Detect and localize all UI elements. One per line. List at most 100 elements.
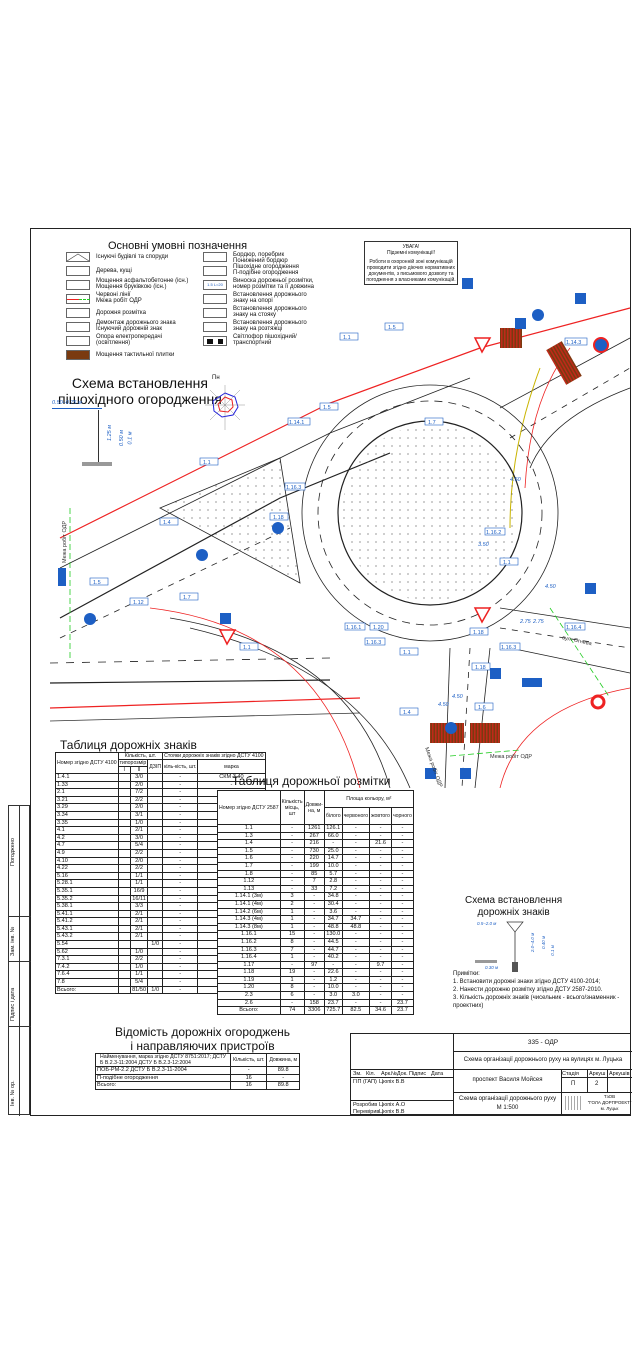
- table-cell: -: [369, 892, 392, 901]
- table-cell: [117, 924, 131, 934]
- table-cell: [147, 879, 164, 888]
- table-cell: 3.0: [341, 991, 371, 1000]
- table-cell: 4.7: [55, 841, 119, 850]
- marking-callout: 1.18: [471, 662, 491, 671]
- tactile-paving: [546, 341, 582, 385]
- table-cell: -: [341, 846, 371, 856]
- table-cell: -: [390, 968, 414, 977]
- table-cell: -: [162, 780, 199, 790]
- red-line-top: [59, 307, 631, 539]
- table-cell: 2/2: [129, 864, 149, 873]
- no-entry-sign-icon: [590, 694, 606, 710]
- table-cell: 1.16.2: [217, 937, 281, 947]
- table-cell: 1.19: [217, 975, 281, 985]
- svg-text:1.18: 1.18: [273, 515, 284, 521]
- table-cell: -: [279, 846, 305, 856]
- svg-text:2.75: 2.75: [532, 619, 545, 625]
- table-cell: [117, 773, 131, 782]
- table-cell: -: [390, 922, 414, 932]
- table-cell: 1/0: [147, 940, 164, 949]
- table-cell: -: [369, 930, 392, 939]
- marking-callout: 1.12: [129, 597, 149, 606]
- table-cell: -: [369, 975, 392, 985]
- table-cell: -: [390, 884, 414, 894]
- table-cell: 3/3: [129, 902, 149, 911]
- table-cell: [117, 985, 131, 995]
- title-block: Зм. Кіл. Арк. №Док. Підпис Дата ГІП (ГАП…: [350, 1033, 632, 1116]
- table-cell: -: [279, 877, 305, 886]
- table-cell: -: [390, 854, 414, 863]
- svg-text:3.50: 3.50: [478, 542, 490, 548]
- table-cell: 1.14.2 (6м): [217, 907, 281, 917]
- table-cell: 1.16.3: [217, 945, 281, 955]
- svg-text:1.16.3: 1.16.3: [286, 485, 301, 491]
- table-cell: 2/0: [129, 803, 149, 812]
- table-cell: 5.62: [55, 947, 119, 957]
- table-cell: 3.34: [55, 810, 119, 820]
- table-cell: -: [390, 907, 414, 917]
- sheet-value: 2: [595, 1081, 599, 1087]
- traffic-light-legend-icon: [203, 336, 227, 346]
- table-cell: 23.7: [323, 998, 343, 1008]
- table-cell: -: [229, 1066, 268, 1075]
- table-cell: 3.35: [55, 818, 119, 828]
- table-row: 1.14.1 (4м)2-30.4---: [217, 899, 414, 909]
- table-cell: 3.6: [323, 907, 343, 917]
- marking-callout: 1.16.2: [484, 527, 506, 536]
- marking-callout: 1.1: [339, 332, 359, 341]
- table-cell: -: [323, 960, 343, 970]
- table-cell: 15: [279, 930, 305, 939]
- table-cell: -: [390, 899, 414, 909]
- table-cell: 1.20: [217, 983, 281, 993]
- table-cell: 1/0: [129, 947, 149, 957]
- table-cell: -: [162, 848, 199, 858]
- stamp-sign-date: Підпис і дата: [10, 987, 16, 1021]
- marking-callout: 1.7: [424, 417, 444, 426]
- engineer-name: Цюпіх В.В: [379, 1079, 405, 1085]
- sign-icon: [490, 668, 501, 679]
- tactile-legend-icon: [66, 350, 90, 360]
- table-cell: 1.4.1: [55, 773, 119, 782]
- table-cell: [117, 894, 131, 904]
- table-cell: [117, 826, 131, 835]
- table-cell: -: [303, 953, 325, 962]
- table-cell: -: [162, 818, 199, 828]
- stage-value: П: [571, 1081, 576, 1087]
- table-cell: -: [303, 983, 325, 993]
- svg-text:1.16.3: 1.16.3: [366, 640, 381, 646]
- table-cell: 2/0: [129, 856, 149, 866]
- table-cell: [147, 788, 164, 797]
- svg-text:1.5: 1.5: [93, 580, 101, 586]
- table-cell: -: [162, 810, 199, 820]
- table-cell: -: [162, 871, 199, 881]
- table-cell: Всього:: [55, 985, 119, 995]
- table-cell: 5/4: [129, 978, 149, 987]
- table-cell: 1.14.3 (8м): [217, 922, 281, 932]
- table-cell: 30.4: [323, 899, 343, 909]
- table-cell: [117, 917, 131, 926]
- developer-name: Цюпіх А.О: [379, 1102, 406, 1108]
- table-cell: [147, 833, 164, 843]
- svg-text:1.16.1: 1.16.1: [346, 625, 361, 631]
- sign-on-post-legend-icon: [203, 308, 227, 318]
- table-cell: -: [369, 915, 392, 924]
- table-cell: 23.7: [390, 998, 414, 1008]
- yield-sign-icon: [218, 629, 237, 646]
- table-cell: 16: [229, 1081, 268, 1090]
- table-cell: -: [162, 788, 199, 797]
- table-cell: 4.22: [55, 864, 119, 873]
- table-cell: [147, 970, 164, 980]
- svg-text:1.18: 1.18: [473, 630, 484, 636]
- table-cell: -: [279, 854, 305, 863]
- svg-text:1.18: 1.18: [475, 665, 486, 671]
- sheet-title: Схема організації дорожнього руху: [458, 1096, 557, 1102]
